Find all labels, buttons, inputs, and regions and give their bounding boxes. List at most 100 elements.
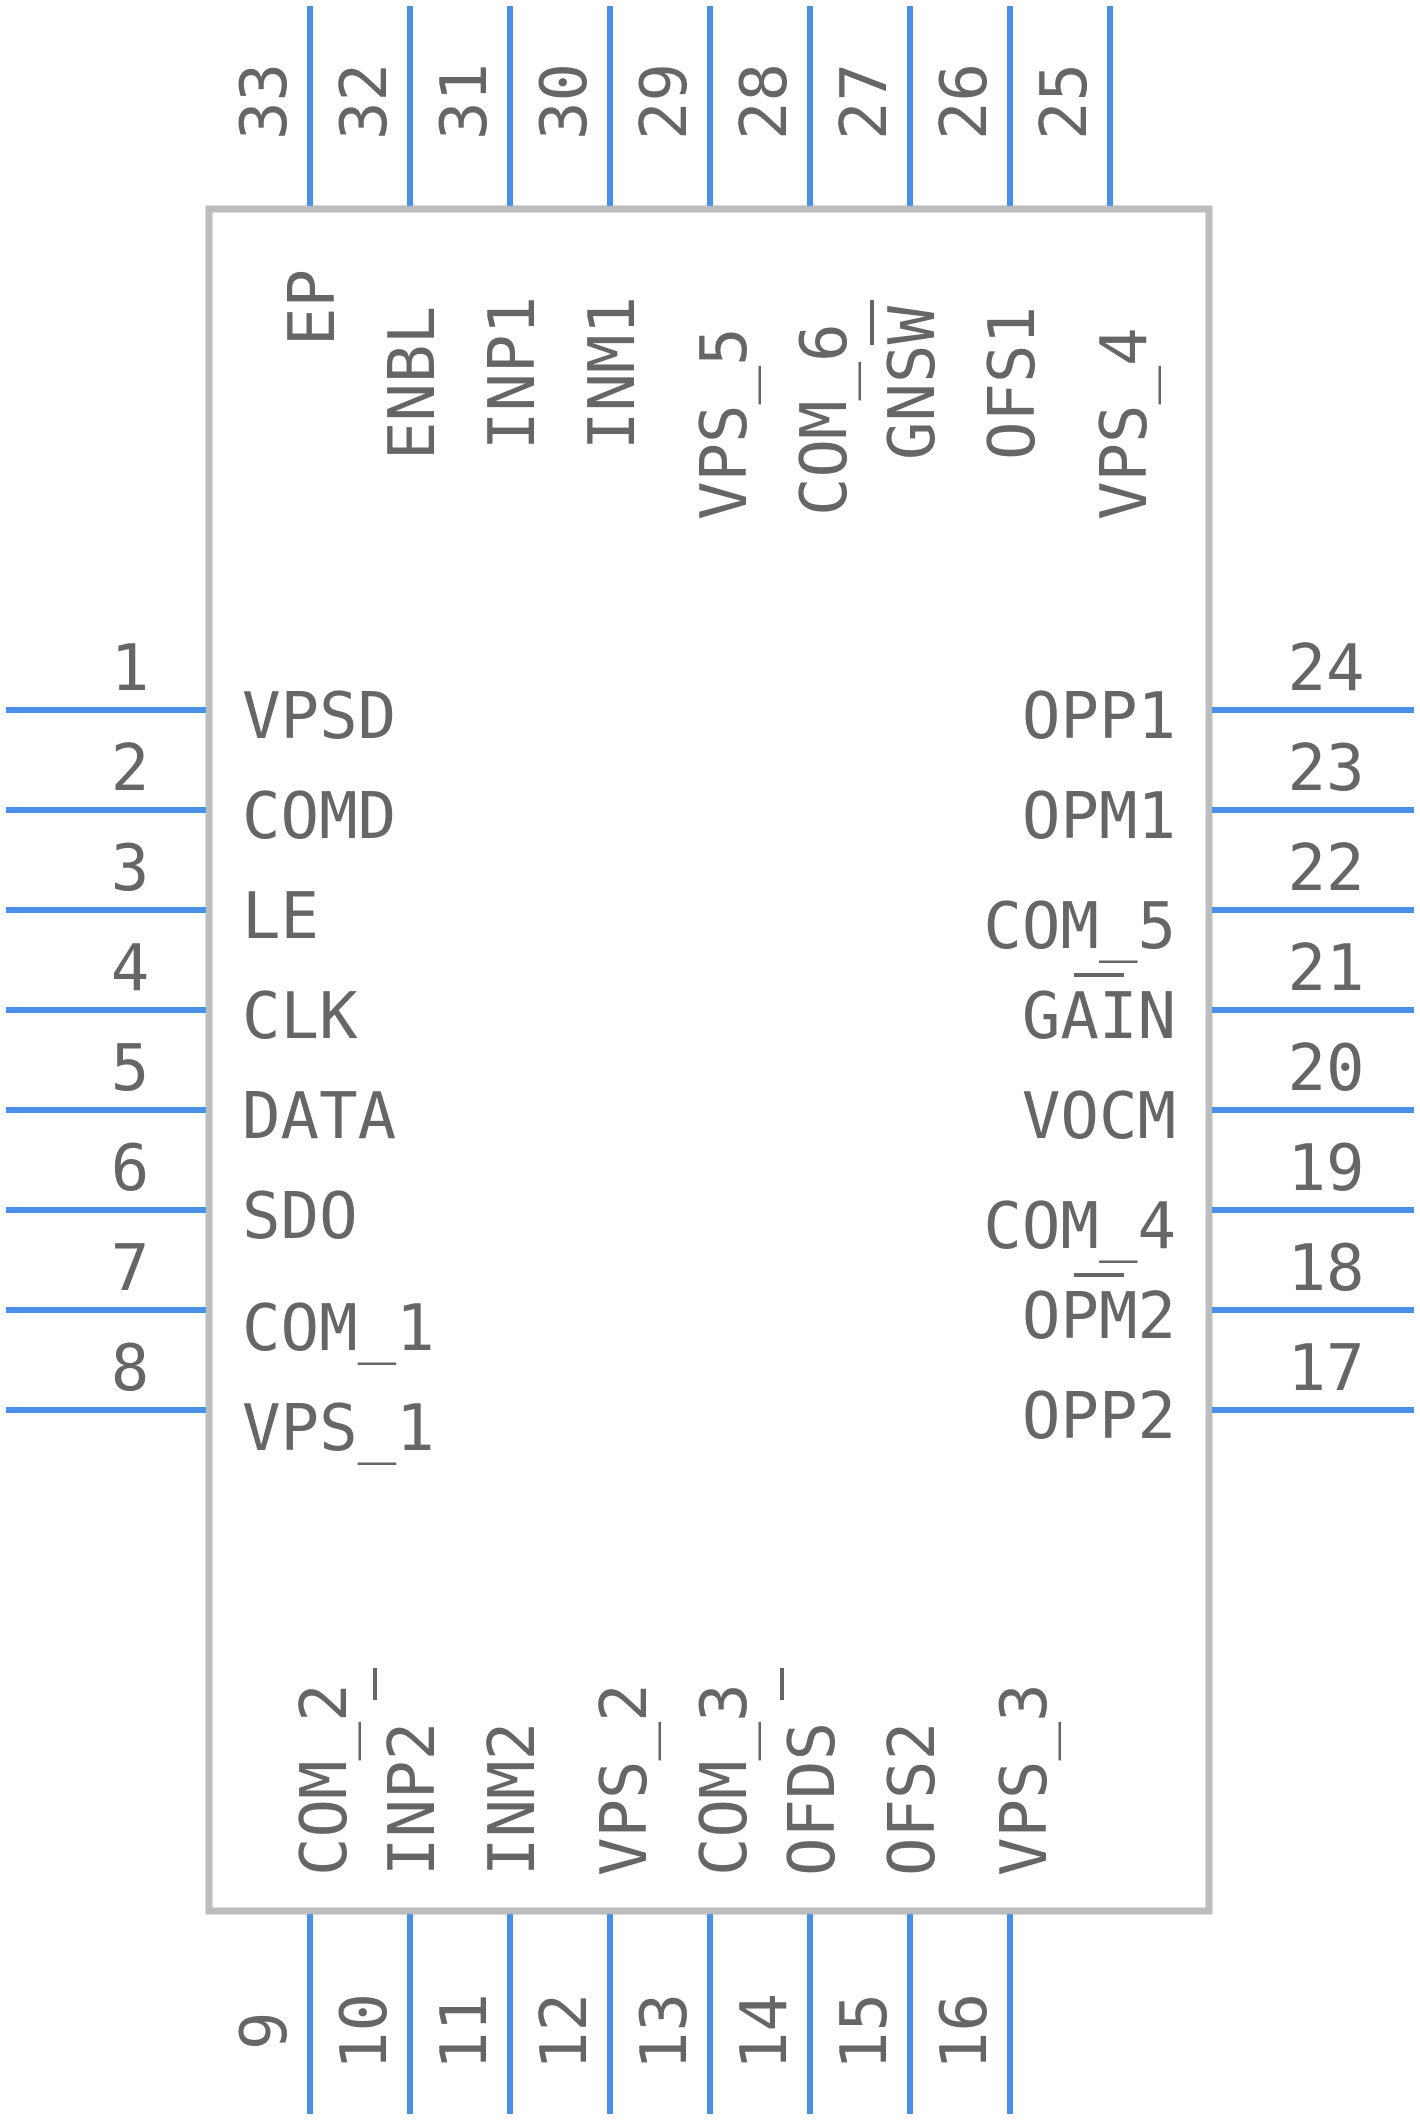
pin-number: 12 [528, 1993, 602, 2070]
pin-label: VPS_2 [588, 1683, 662, 1876]
pin-label: VPS_4 [1088, 327, 1162, 520]
pin-label: GAIN [1022, 980, 1176, 1054]
pin-label: COMD [242, 780, 396, 854]
pin-label: DATA [242, 1080, 396, 1154]
pin-number: 5 [111, 1032, 150, 1106]
pin-number: 22 [1287, 832, 1364, 906]
pin-label: CLK [242, 980, 358, 1054]
pin-number: 30 [528, 63, 602, 140]
pin-number: 16 [928, 1993, 1002, 2070]
pin-3: 3LE [6, 832, 319, 954]
pin-number: 2 [111, 732, 150, 806]
pin-label: OPP2 [1022, 1380, 1176, 1454]
pin-12: 12 VPS_2 [528, 1683, 662, 2114]
pin-label: INP2 [376, 1722, 450, 1876]
pin-label: OPP1 [1022, 680, 1176, 754]
pin-label: VPS_3 [988, 1683, 1062, 1876]
pin-label: OFS1 [976, 306, 1050, 460]
pin-label: VPSD [242, 680, 396, 754]
pin-number: 19 [1287, 1132, 1364, 1206]
pin-label: INM1 [576, 296, 650, 450]
pin-number: 4 [111, 932, 150, 1006]
pin-label: OFS2 [876, 1722, 950, 1876]
package-body [205, 205, 1213, 1915]
pin-number: 20 [1287, 1032, 1364, 1106]
pin-number: 9 [228, 2011, 302, 2050]
pin-number: 15 [828, 1993, 902, 2070]
pin-16: 16 VPS_3 [928, 1683, 1062, 2114]
pin-label: COM_4 [983, 1190, 1176, 1264]
pin-number: 11 [428, 1993, 502, 2070]
pin-number: 3 [111, 832, 150, 906]
pin-number: 13 [628, 1993, 702, 2070]
pin-number: 23 [1287, 732, 1364, 806]
pin-label: VOCM [1022, 1080, 1176, 1154]
pin-number: 32 [328, 63, 402, 140]
pin-label: SDO [242, 1180, 358, 1254]
pin-number: 29 [628, 63, 702, 140]
pin-number: 18 [1287, 1232, 1364, 1306]
pin-label: COM_1 [242, 1292, 435, 1366]
pin-label: ENBL [376, 306, 450, 460]
pin-number: 31 [428, 63, 502, 140]
pin-number: 17 [1287, 1332, 1364, 1406]
pin-label: COM_6 [788, 323, 862, 516]
pin-number: 7 [111, 1232, 150, 1306]
pin-number: 8 [111, 1332, 150, 1406]
pin-number: 21 [1287, 932, 1364, 1006]
pin-label: VPS_1 [242, 1392, 435, 1466]
pin-14: 14 OFDS [728, 1722, 850, 2114]
pin-number: 26 [928, 63, 1002, 140]
pin-label: LE [242, 880, 319, 954]
pin-label: OFDS [776, 1722, 850, 1876]
pin-number: 24 [1287, 632, 1364, 706]
pin-number: 25 [1028, 63, 1102, 140]
pin-label: OPM2 [1022, 1280, 1176, 1354]
pin-number: 14 [728, 1993, 802, 2070]
pin-label: INP1 [476, 296, 550, 450]
pin-13: 13 COM_3 [628, 1683, 762, 2114]
pin-number: 1 [111, 632, 150, 706]
pin-label: VPS_5 [688, 327, 762, 520]
pin-label: COM_5 [983, 890, 1176, 964]
pin-label: COM_2 [288, 1683, 362, 1876]
pin-10: 10 INP2 [328, 1722, 450, 2114]
pin-number: 6 [111, 1132, 150, 1206]
pin-number: 27 [828, 63, 902, 140]
pin-label: EP [276, 269, 350, 346]
pin-label: GNSW [876, 305, 950, 460]
pin-number: 33 [228, 63, 302, 140]
pin-number: 10 [328, 1993, 402, 2070]
pin-label: COM_3 [688, 1683, 762, 1876]
pin-number: 28 [728, 63, 802, 140]
pin-9: 9 COM_2 [228, 1683, 362, 2114]
